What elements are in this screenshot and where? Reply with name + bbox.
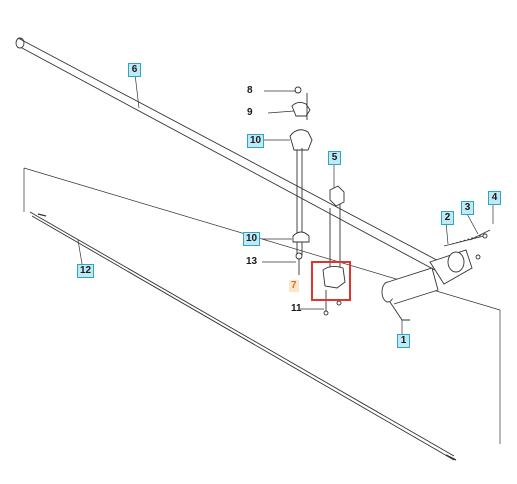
callout-4: 4 — [488, 191, 501, 205]
callout-12: 12 — [77, 264, 95, 278]
shaft-panel — [23, 167, 501, 444]
drive-shaft — [29, 211, 457, 461]
callout-10-upper: 9 — [247, 107, 253, 118]
callout-2: 2 — [441, 211, 454, 225]
callout-13: 13 — [246, 256, 258, 267]
part-7-highlight-box — [311, 261, 351, 301]
callout-5: 5 — [328, 151, 341, 165]
callout-6: 6 — [128, 63, 141, 77]
callout-10-lower: 10 — [243, 232, 261, 246]
drive-tube — [15, 37, 449, 277]
clamp-upper — [289, 86, 313, 275]
clamp-part-7 — [322, 265, 346, 316]
callout-3: 3 — [461, 201, 474, 215]
callout-7: 7 — [289, 280, 299, 292]
callout-11: 10 — [247, 134, 265, 148]
gear-housing — [381, 229, 491, 321]
bracket-part-5 — [329, 185, 345, 270]
callout-9: 8 — [247, 85, 253, 96]
callout-1: 1 — [397, 334, 410, 348]
leader-lines — [77, 73, 494, 336]
callout-8: 11 — [291, 303, 302, 314]
